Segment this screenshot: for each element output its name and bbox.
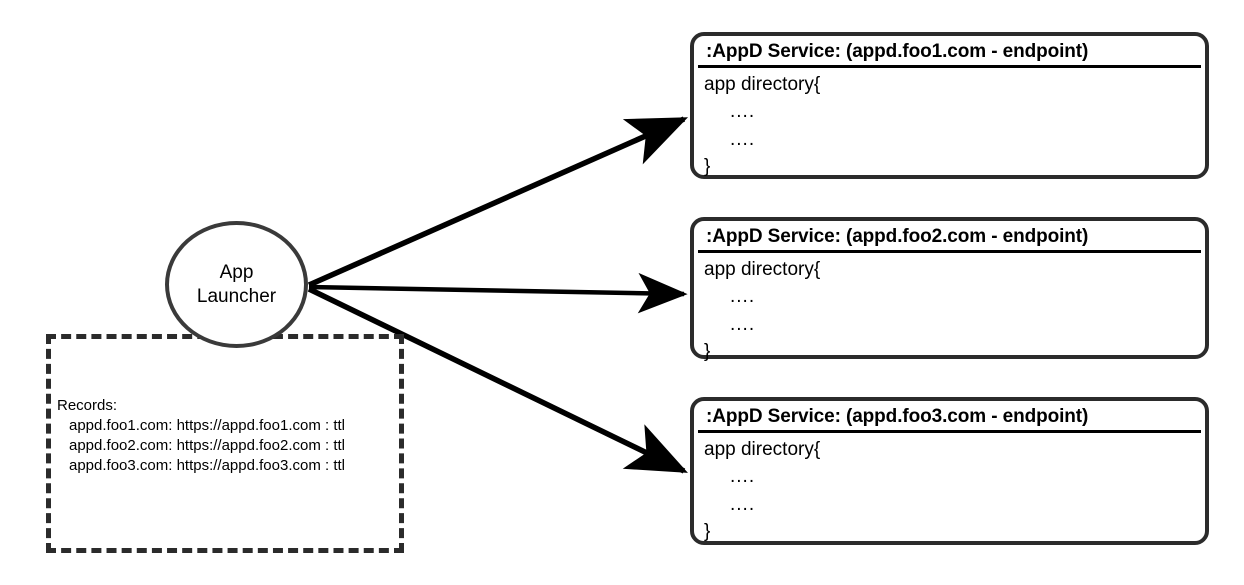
service-body-dots: ....	[730, 101, 756, 123]
service-box-appd-foo1[interactable]: :AppD Service: (appd.foo1.com - endpoint…	[690, 32, 1209, 179]
service-body-dots: ....	[730, 286, 756, 308]
service-body: app directory{ .... .... }	[694, 433, 1205, 545]
record-item: appd.foo3.com: https://appd.foo3.com : t…	[69, 457, 345, 475]
service-box-appd-foo2[interactable]: :AppD Service: (appd.foo2.com - endpoint…	[690, 217, 1209, 362]
service-body-dots: ....	[730, 313, 756, 335]
service-body-close: }	[704, 156, 711, 178]
service-body-dots: ....	[730, 128, 756, 150]
records-heading: Records:	[57, 397, 118, 414]
service-body-dots: ....	[730, 466, 756, 488]
service-body: app directory{ .... .... }	[694, 253, 1205, 365]
app-launcher-label-line-1: App	[219, 262, 254, 284]
service-body-close: }	[704, 521, 711, 543]
records-content: Records: appd.foo1.com: https://appd.foo…	[57, 396, 345, 477]
service-body-open: app directory{	[704, 439, 821, 460]
record-item: appd.foo1.com: https://appd.foo1.com : t…	[69, 416, 345, 434]
app-launcher-label-line-2: Launcher	[196, 285, 277, 307]
service-body-dots: ....	[730, 493, 756, 515]
app-launcher-node[interactable]: App Launcher	[165, 221, 308, 348]
service-body-open: app directory{	[704, 259, 821, 280]
service-box-appd-foo3[interactable]: :AppD Service: (appd.foo3.com - endpoint…	[690, 397, 1209, 545]
service-body-close: }	[704, 341, 711, 363]
connector-launcher-to-service-2	[308, 272, 688, 314]
service-title: :AppD Service: (appd.foo2.com - endpoint…	[698, 225, 1201, 253]
service-title: :AppD Service: (appd.foo1.com - endpoint…	[698, 40, 1201, 68]
service-title: :AppD Service: (appd.foo3.com - endpoint…	[698, 405, 1201, 433]
records-list: appd.foo1.com: https://appd.foo1.com : t…	[57, 416, 345, 477]
connector-launcher-to-service-1	[307, 116, 689, 288]
service-body-open: app directory{	[704, 74, 821, 95]
record-item: appd.foo2.com: https://appd.foo2.com : t…	[69, 437, 345, 455]
service-body: app directory{ .... .... }	[694, 68, 1205, 180]
